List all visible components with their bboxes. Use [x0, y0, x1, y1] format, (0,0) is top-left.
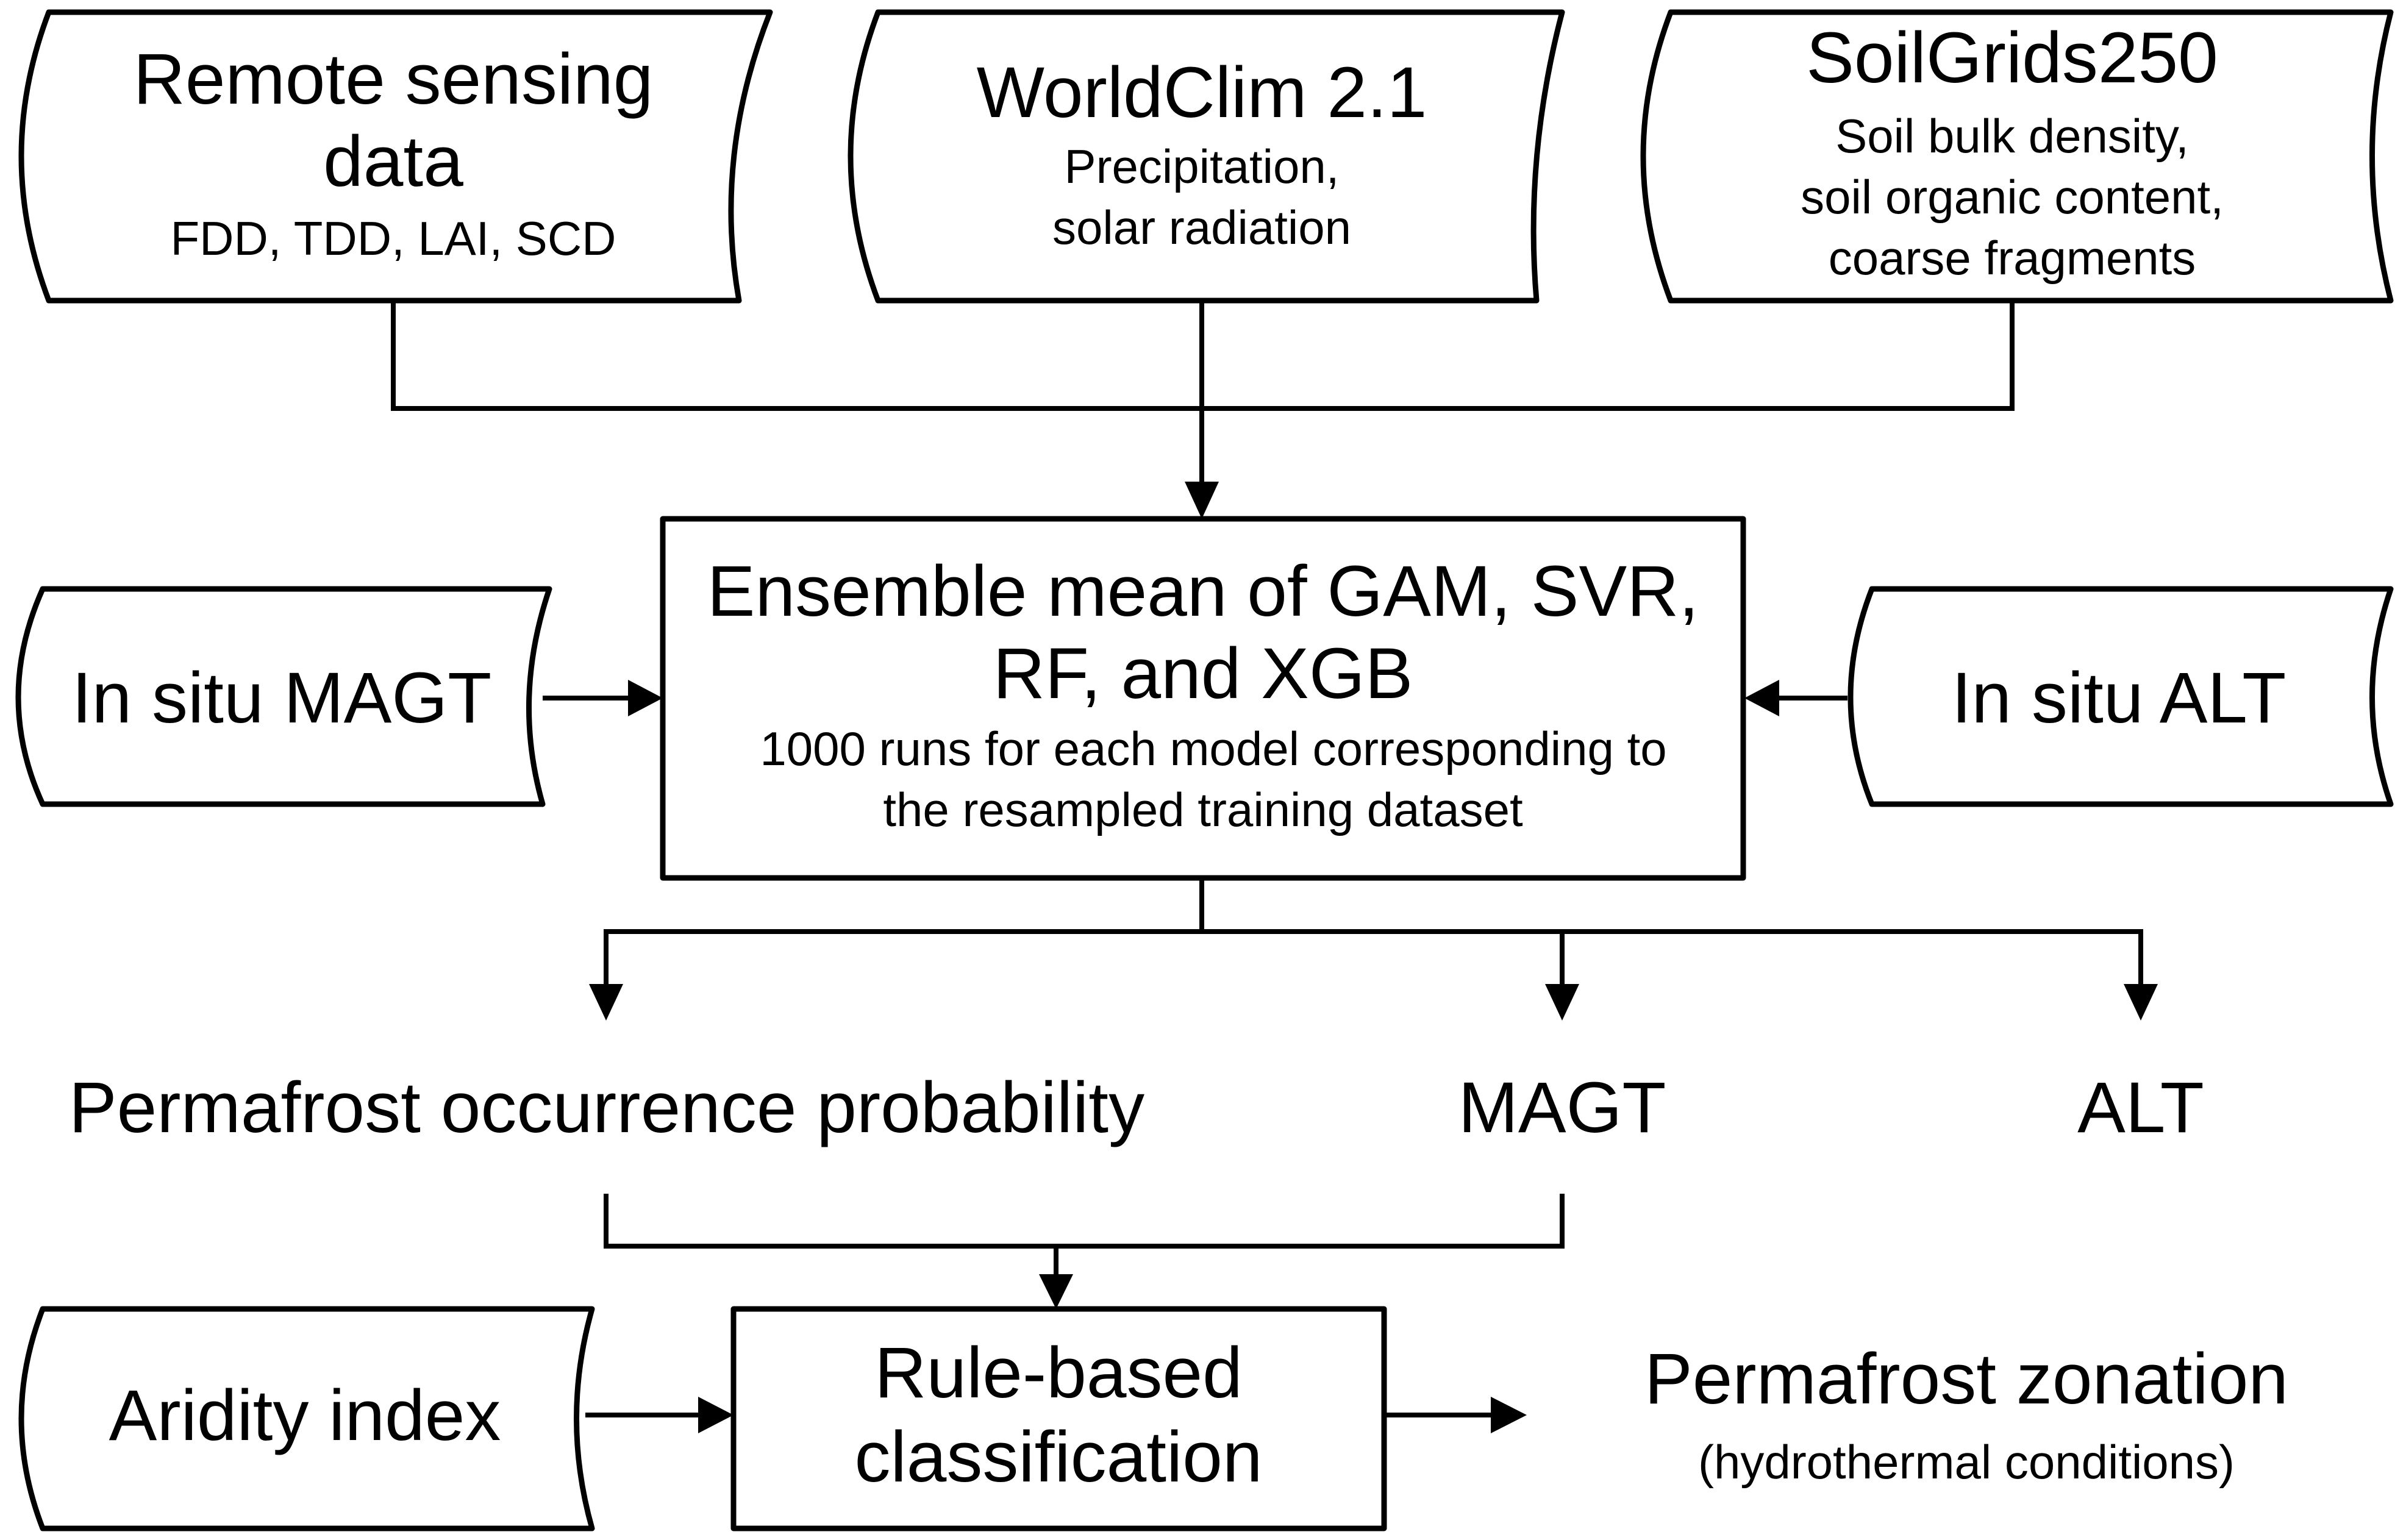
process-title: Rule-based — [874, 1333, 1242, 1413]
process-title: RF, and XGB — [993, 633, 1413, 714]
arrow-head-down-icon — [589, 984, 623, 1021]
connector-ensemble-split — [589, 878, 2158, 1021]
input-soilgrids: SoilGrids250 Soil bulk density, soil org… — [1640, 9, 2394, 304]
input-worldclim: WorldClim 2.1 Precipitation, solar radia… — [848, 9, 1565, 304]
output-magt: MAGT — [1323, 1021, 1814, 1194]
input-title: In situ ALT — [1952, 658, 2286, 738]
arrow-head-right-icon — [628, 680, 663, 716]
process-detail: the resampled training dataset — [883, 783, 1523, 836]
connector-in-situ-magt — [543, 680, 663, 716]
input-title: data — [323, 121, 463, 202]
input-detail: coarse fragments — [1829, 231, 2196, 285]
process-detail: 1000 runs for each model corresponding t… — [760, 722, 1666, 775]
arrow-head-down-icon — [1545, 984, 1579, 1021]
output-title: MAGT — [1458, 1068, 1666, 1148]
connector-aridity-rule — [585, 1397, 734, 1433]
arrow-head-down-icon — [1039, 1274, 1073, 1309]
input-detail: Precipitation, — [1065, 140, 1340, 193]
input-detail: solar radiation — [1052, 201, 1351, 254]
process-ensemble: Ensemble mean of GAM, SVR, RF, and XGB 1… — [660, 516, 1746, 881]
process-title: classification — [855, 1417, 1263, 1497]
output-detail: (hydrothermal conditions) — [1698, 1435, 2235, 1489]
output-title: Permafrost zonation — [1644, 1339, 2288, 1419]
arrow-head-down-icon — [2124, 984, 2158, 1021]
arrow-head-down-icon — [1185, 482, 1219, 519]
input-remote-sensing: Remote sensing data FDD, TDD, LAI, SCD — [18, 9, 773, 304]
output-alt: ALT — [1896, 1021, 2391, 1194]
input-detail: soil organic content, — [1801, 170, 2224, 224]
connector-outputs-merge — [604, 1194, 1565, 1309]
input-in-situ-magt: In situ MAGT — [15, 586, 552, 807]
connector-in-situ-alt — [1744, 680, 1847, 716]
process-rule-based: Rule-based classification — [730, 1306, 1387, 1531]
input-detail: FDD, TDD, LAI, SCD — [171, 212, 616, 265]
input-in-situ-alt: In situ ALT — [1847, 586, 2394, 807]
connector-inputs-merge — [391, 301, 2015, 519]
arrow-head-right-icon — [1491, 1397, 1527, 1433]
input-title: WorldClim 2.1 — [977, 52, 1427, 133]
input-title: SoilGrids250 — [1806, 18, 2218, 98]
input-title: Aridity index — [109, 1375, 501, 1456]
input-aridity-index: Aridity index — [18, 1306, 595, 1531]
output-title: Permafrost occurrence probability — [69, 1068, 1144, 1148]
output-permafrost-zonation: Permafrost zonation (hydrothermal condit… — [1540, 1309, 2391, 1528]
input-title: In situ MAGT — [72, 658, 491, 738]
input-detail: Soil bulk density, — [1835, 109, 2189, 163]
output-permafrost-probability: Permafrost occurrence probability — [13, 1021, 1194, 1194]
output-title: ALT — [2077, 1068, 2204, 1148]
connector-rule-zonation — [1384, 1397, 1527, 1433]
arrow-head-right-icon — [698, 1397, 734, 1433]
process-title: Ensemble mean of GAM, SVR, — [707, 551, 1699, 632]
arrow-head-left-icon — [1744, 680, 1779, 716]
input-title: Remote sensing — [134, 39, 654, 119]
